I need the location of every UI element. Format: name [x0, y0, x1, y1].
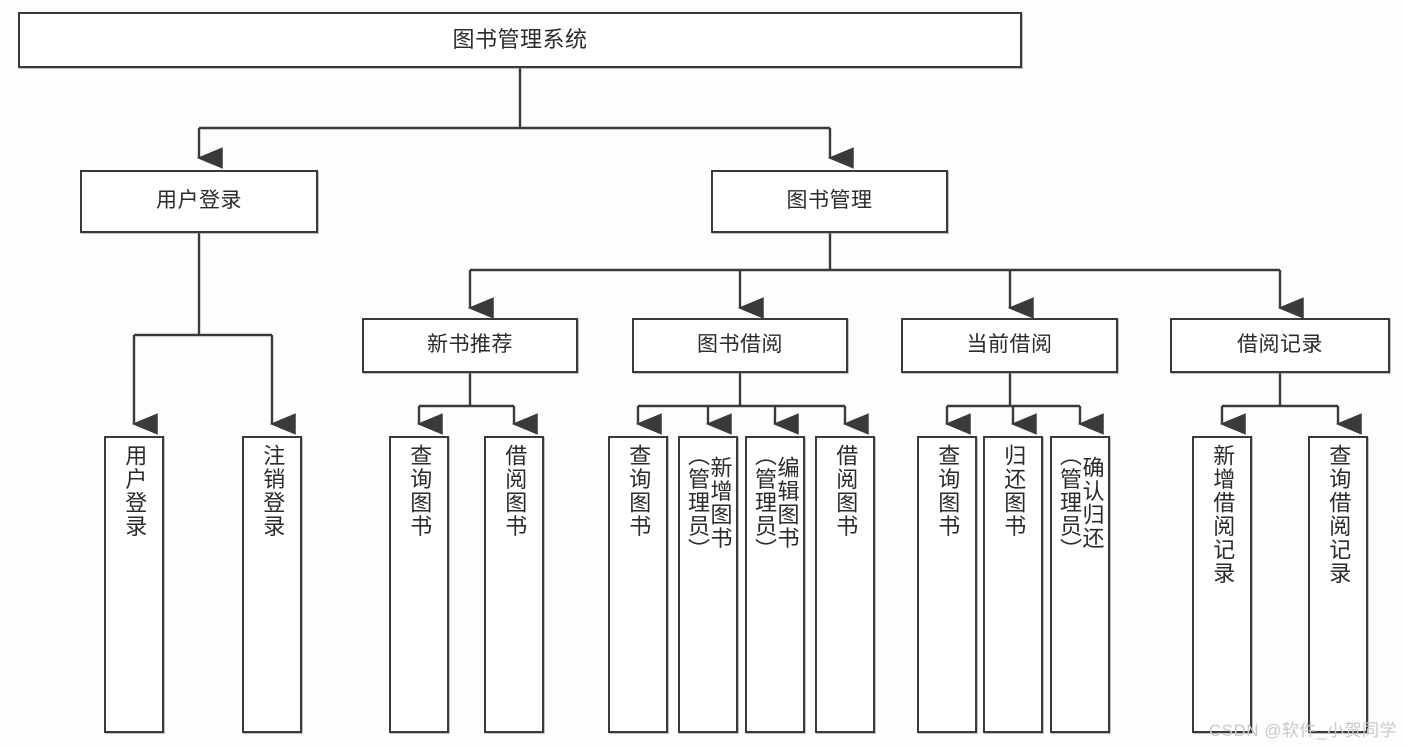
node-root-system[interactable]: 图书管理系统 [18, 12, 1022, 68]
leaf-new-book-borrow[interactable]: 借阅图书 [484, 436, 544, 733]
watermark: CSDN @软件_小贺同学 [1208, 721, 1397, 740]
node-label: 归还图书 [1001, 444, 1027, 538]
leaf-current-borrow-return[interactable]: 归还图书 [983, 436, 1043, 733]
node-label: 图书管理 [786, 189, 873, 213]
leaf-book-borrow-query[interactable]: 查询图书 [608, 436, 668, 733]
node-label: 查询图书 [626, 444, 652, 538]
node-label: 借阅记录 [1237, 333, 1323, 357]
node-label: 新书推荐 [427, 333, 513, 357]
node-label: 新增图书 （管理员） [685, 444, 733, 562]
node-borrow-record[interactable]: 借阅记录 [1170, 318, 1390, 373]
node-label: 用户登录 [122, 444, 148, 538]
leaf-book-borrow-add[interactable]: 新增图书 （管理员） [678, 436, 738, 733]
node-label: 借阅图书 [502, 444, 528, 538]
leaf-user-login-login[interactable]: 用户登录 [104, 436, 164, 733]
leaf-current-borrow-query[interactable]: 查询图书 [917, 436, 977, 733]
node-label: 确认归还 （管理员） [1057, 444, 1105, 562]
leaf-book-borrow-edit[interactable]: 编辑图书 （管理员） [745, 436, 805, 733]
node-label: 借阅图书 [833, 444, 859, 538]
node-label: 注销登录 [260, 444, 286, 538]
node-label: 编辑图书 （管理员） [752, 444, 800, 562]
leaf-borrow-record-query[interactable]: 查询借阅记录 [1308, 436, 1368, 733]
node-label: 查询图书 [935, 444, 961, 538]
node-label: 新增借阅记录 [1210, 444, 1236, 585]
leaf-current-borrow-confirm[interactable]: 确认归还 （管理员） [1050, 436, 1110, 733]
node-new-book-recommend[interactable]: 新书推荐 [362, 318, 578, 373]
node-label: 查询借阅记录 [1326, 444, 1352, 585]
leaf-book-borrow-borrow[interactable]: 借阅图书 [815, 436, 875, 733]
node-book-borrow[interactable]: 图书借阅 [632, 318, 848, 373]
node-book-management[interactable]: 图书管理 [711, 170, 948, 233]
leaf-borrow-record-add[interactable]: 新增借阅记录 [1192, 436, 1252, 733]
leaf-user-login-logout[interactable]: 注销登录 [242, 436, 302, 733]
node-user-login[interactable]: 用户登录 [80, 170, 318, 233]
leaf-new-book-query[interactable]: 查询图书 [389, 436, 449, 733]
node-current-borrow[interactable]: 当前借阅 [901, 318, 1118, 373]
node-label: 图书管理系统 [452, 27, 588, 53]
node-label: 用户登录 [156, 189, 242, 213]
node-label: 图书借阅 [697, 333, 783, 357]
node-label: 查询图书 [407, 444, 433, 538]
node-label: 当前借阅 [966, 333, 1053, 357]
